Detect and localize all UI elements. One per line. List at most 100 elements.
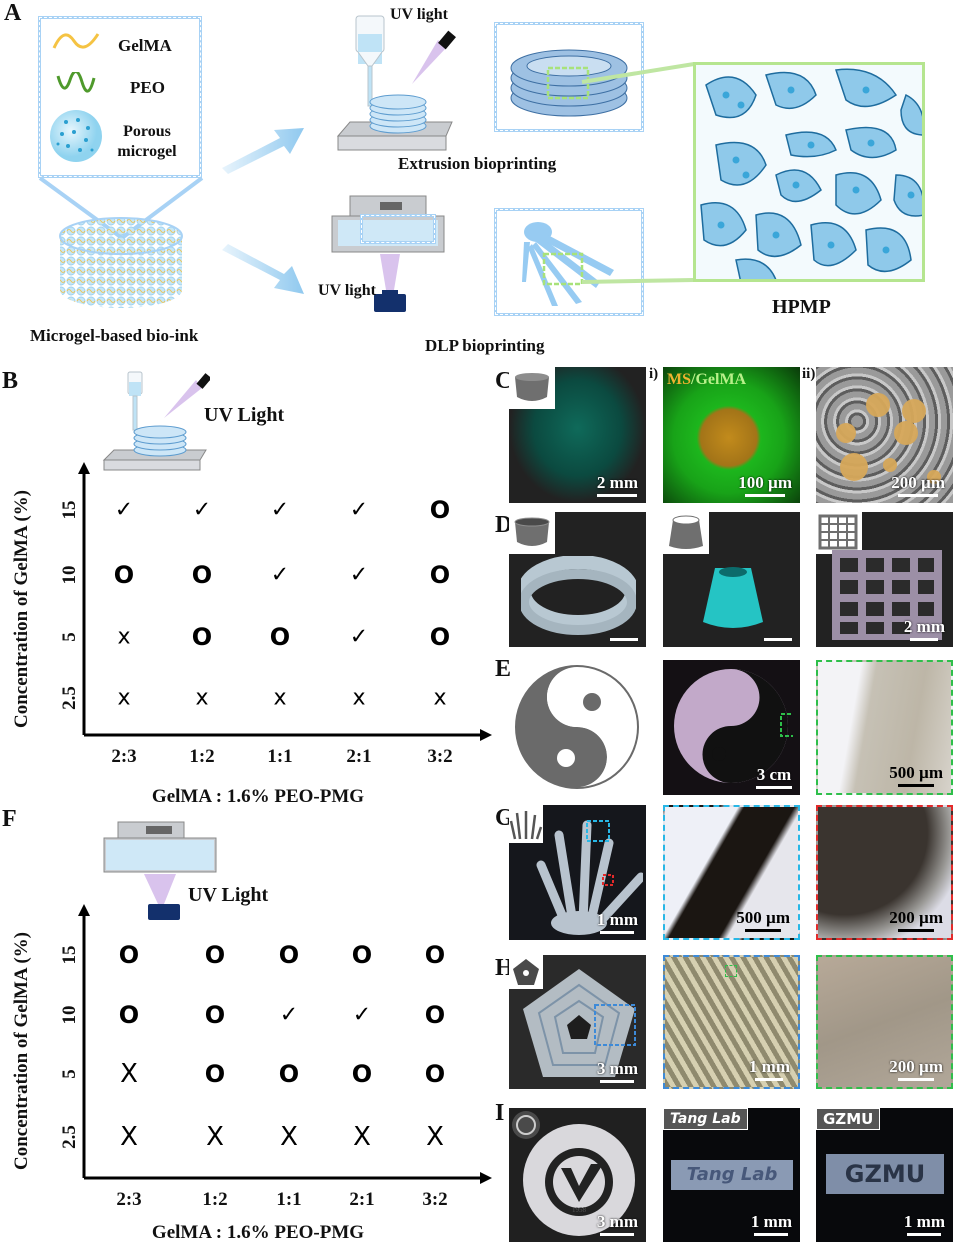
emblem-model-icon [509, 1108, 543, 1142]
cross-mark-cell: x [433, 685, 447, 711]
cross-mark-cell: X [206, 1122, 224, 1152]
panel-c-i-confocal-image: MS/GelMA 100 µm [663, 367, 800, 503]
ring-model-icon [509, 512, 555, 554]
check-mark-cell: ✓ [349, 624, 369, 650]
scale-bar: 100 µm [738, 473, 792, 497]
green-zoom-marker [725, 965, 737, 977]
scale-bar: 1 mm [597, 910, 638, 934]
circle-mark-cell: O [351, 941, 373, 969]
circle-mark-cell: O [278, 1060, 300, 1088]
cross-mark-cell: X [120, 1122, 138, 1152]
lattice-model-icon [816, 512, 862, 554]
emblem-year: 1958 [572, 1206, 587, 1214]
cross-mark-cell: X [280, 1122, 298, 1152]
y-axis-label: Concentration of GelMA (%) [11, 932, 32, 1170]
circle-mark-cell: O [429, 561, 451, 589]
hpmp-connector-lines [581, 62, 695, 284]
printed-rings-image [510, 49, 628, 117]
dlp-printer-icon [103, 821, 217, 920]
scale-bar: 200 µm [891, 473, 945, 497]
panel-e-zoom-image: 500 µm [816, 660, 953, 795]
scale-bar: 3 mm [597, 1059, 638, 1083]
panel-h-green-zoom-image: 200 µm [816, 955, 953, 1089]
y-axis-label: Concentration of GelMA (%) [11, 489, 32, 728]
arrow-to-extrusion-icon [222, 128, 304, 174]
legend-porous-microgel: Porous microgel [117, 123, 177, 160]
dlp-uv-label: UV light [318, 282, 376, 299]
scale-bar: 3 mm [597, 1212, 638, 1236]
y-tick-label: 2.5 [59, 1125, 80, 1149]
scale-bar: 200 µm [889, 1057, 943, 1081]
legend-box [38, 16, 202, 178]
y-tick-label: 5 [59, 632, 80, 642]
truncated-cone-model-icon [663, 512, 709, 554]
axes [78, 904, 492, 1184]
dlp-detail-box [494, 208, 644, 316]
scale-bar: 2 mm [904, 617, 945, 641]
x-tick-label: 3:2 [422, 1189, 448, 1210]
circle-mark-cell: O [118, 941, 140, 969]
gelma-wave-icon [52, 33, 100, 49]
check-mark-cell: ✓ [279, 1002, 299, 1028]
legend-peo: PEO [130, 78, 165, 97]
panel-b-uv-label: UV Light [204, 404, 285, 426]
x-tick-label: 3:2 [427, 746, 453, 767]
legend-gelma: GelMA [118, 36, 172, 55]
panel-label-c: C [495, 368, 513, 394]
porous-microgel-particles-image [700, 68, 922, 279]
dlp-caption: DLP bioprinting [425, 336, 545, 355]
panel-f-uv-label: UV Light [188, 884, 269, 906]
scale-bar: 500 µm [736, 908, 790, 932]
porous-microgel-sphere-icon [50, 110, 102, 162]
check-mark-cell: ✓ [114, 497, 134, 523]
panel-c-printed-disk-image: 2 mm [509, 367, 646, 503]
cross-mark-cell: X [120, 1059, 138, 1089]
circle-mark-cell: O [113, 561, 135, 589]
panel-i-gzmu-image: GZMU GZMU 1 mm [816, 1108, 953, 1242]
circle-mark-cell: O [191, 561, 213, 589]
x-tick-label: 2:3 [116, 1189, 142, 1210]
dlp-printer-image [331, 195, 445, 312]
y-tick-label: 15 [59, 500, 80, 520]
scale-bar: 200 µm [889, 908, 943, 932]
y-tick-label: 15 [59, 945, 80, 965]
cross-mark-cell: x [117, 624, 131, 650]
printed-ring [521, 556, 636, 635]
extrusion-printer-icon [102, 371, 210, 471]
panel-c-sub-i: i) [649, 366, 659, 382]
hand-skeleton-image [522, 222, 614, 306]
x-axis-label: GelMA : 1.6% PEO-PMG [151, 1222, 365, 1243]
cross-mark-cell: x [117, 685, 131, 711]
scale-bar: 500 µm [889, 763, 943, 787]
panel-label-f: F [2, 806, 17, 832]
panel-d-ring-image [509, 512, 646, 647]
tang-lab-model-label: Tang Lab [663, 1108, 748, 1130]
y-tick-label: 10 [59, 1005, 80, 1025]
panel-d-cone-image [663, 512, 800, 647]
circle-mark-cell: O [429, 496, 451, 524]
circle-mark-cell: O [278, 941, 300, 969]
circle-mark-cell: O [351, 1060, 373, 1088]
x-tick-label: 2:1 [346, 746, 372, 767]
printed-pentagon [523, 969, 636, 1077]
panel-g-red-zoom-image: 200 µm [816, 805, 953, 940]
cross-mark-cell: x [273, 685, 287, 711]
panel-c-sub-ii: ii) [802, 366, 816, 382]
x-tick-label: 1:1 [276, 1189, 302, 1210]
circle-mark-cell: O [424, 941, 446, 969]
hpmp-caption: HPMP [772, 296, 831, 318]
panel-label-d: D [495, 512, 513, 538]
printed-tang-lab-text: Tang Lab [671, 1160, 793, 1190]
panel-h-printed-pentagon-image: 3 mm [509, 955, 646, 1089]
hand-model-icon [509, 805, 543, 843]
panel-i-tang-lab-image: Tang Lab Tang Lab 1 mm [663, 1108, 800, 1242]
scale-bar [610, 637, 638, 641]
x-tick-label: 1:2 [202, 1189, 228, 1210]
y-tick-label: 2.5 [59, 686, 80, 710]
hpmp-schematic [693, 62, 925, 282]
circle-mark-cell: O [118, 1001, 140, 1029]
printed-cone [703, 567, 763, 628]
panel-label-e: E [495, 656, 512, 682]
x-axis-arrowhead [480, 729, 492, 741]
